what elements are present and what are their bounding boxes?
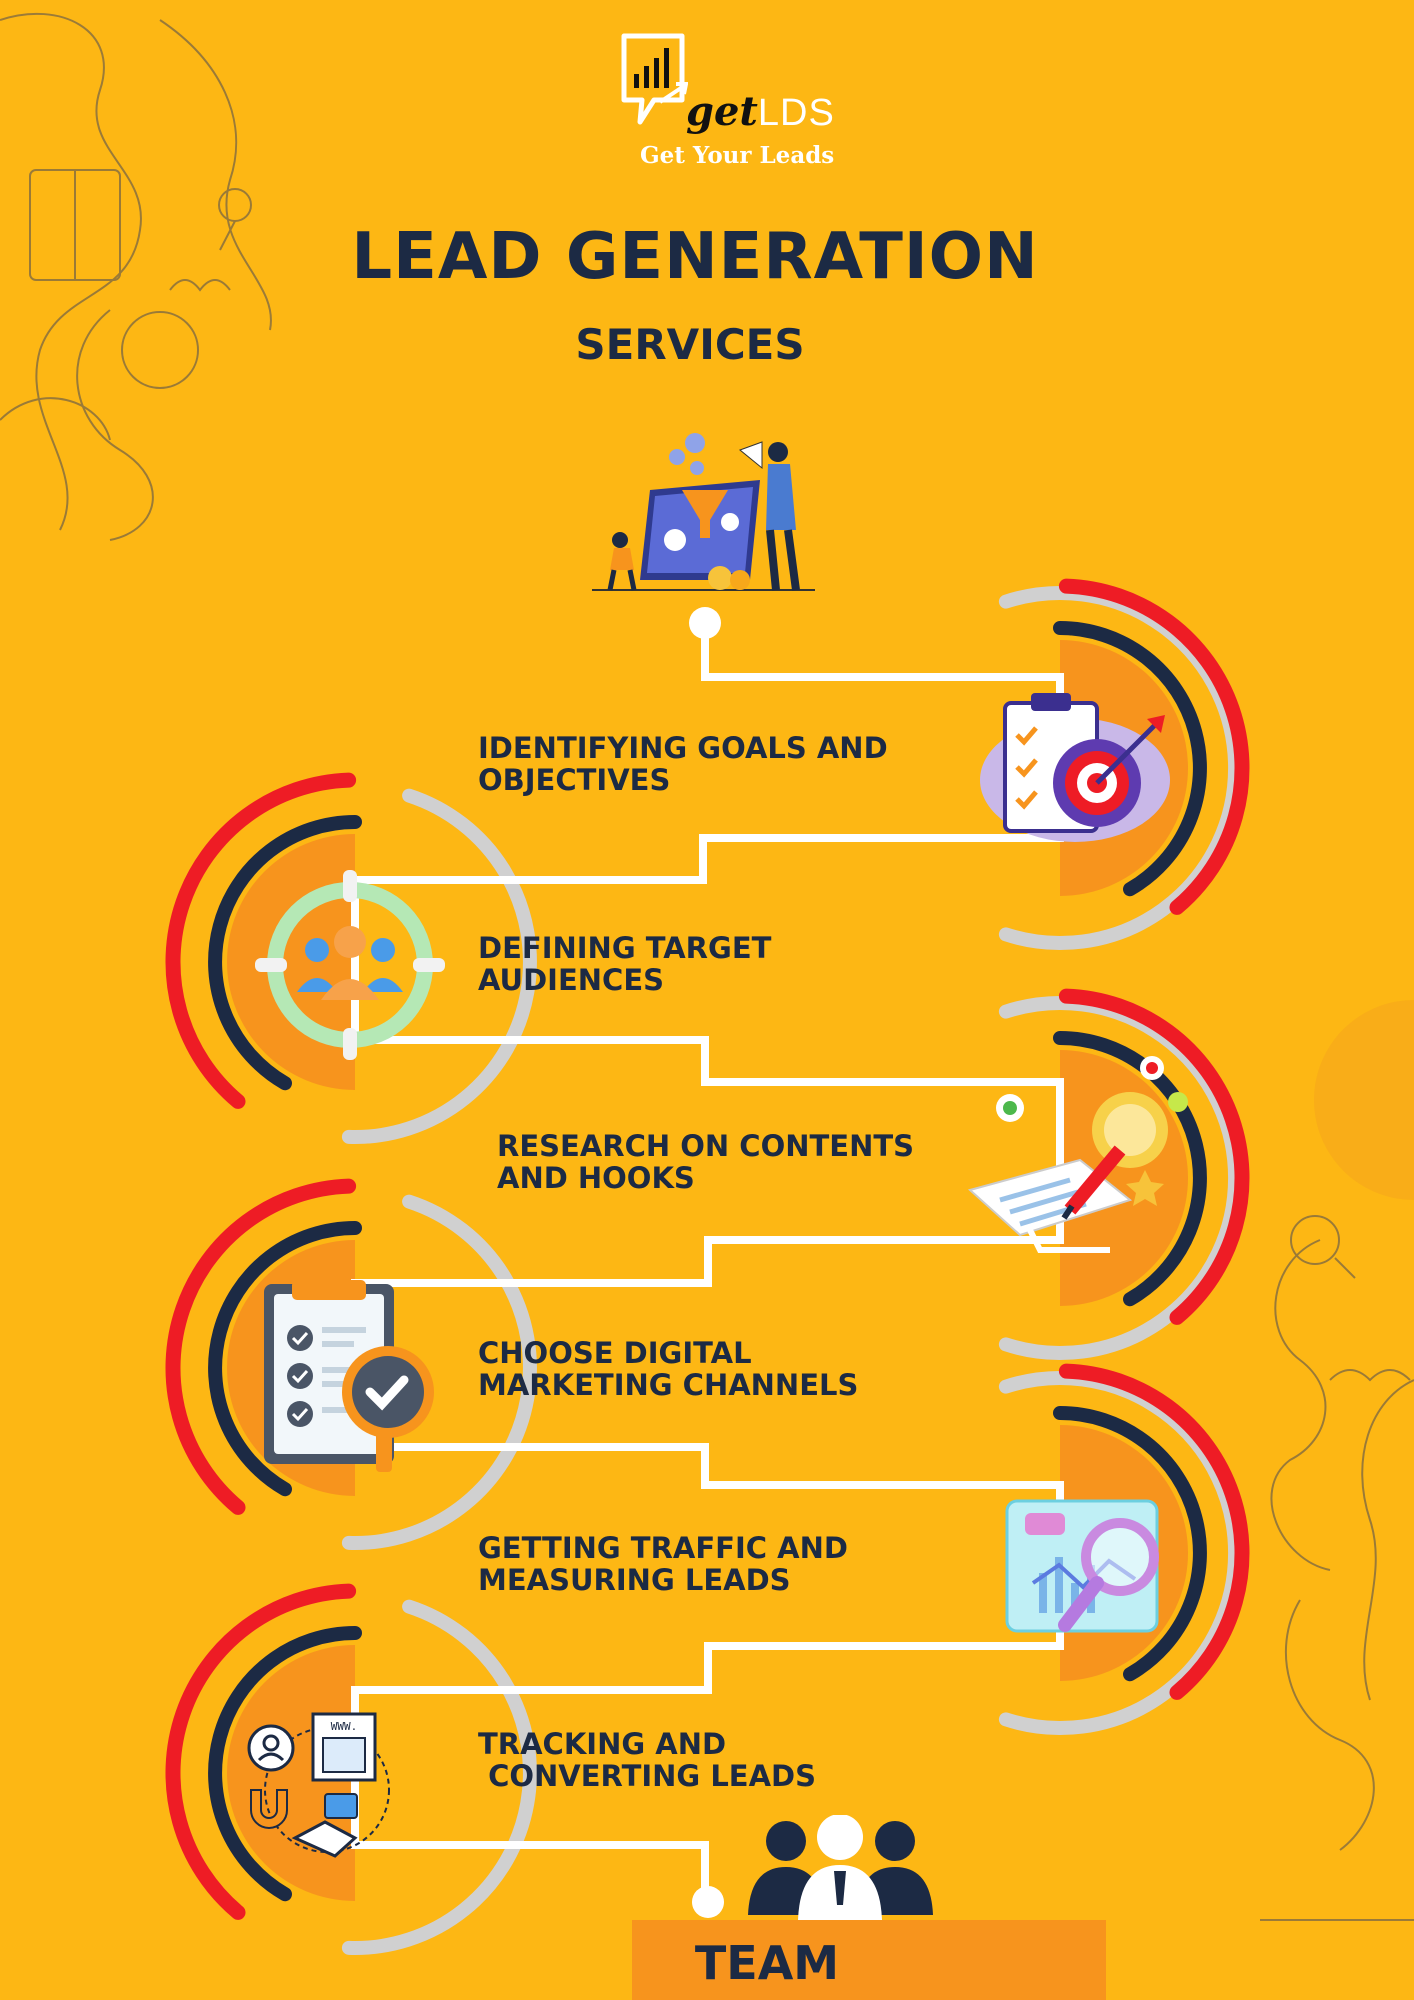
team-label: TEAM bbox=[694, 1936, 840, 1990]
decorative-circle bbox=[1314, 1000, 1414, 1200]
step-4-red-arc bbox=[165, 1178, 357, 1515]
step-6-red-arc bbox=[165, 1583, 357, 1920]
marketing-funnel-illustration bbox=[592, 433, 815, 591]
checklist-magnifier-icon bbox=[264, 1280, 434, 1472]
brand-tagline: Get Your Leads bbox=[640, 142, 835, 169]
step-6-navy-arc bbox=[208, 1626, 362, 1902]
team-people-icon bbox=[748, 1815, 933, 1920]
step-2-grey-arc bbox=[341, 788, 537, 1144]
analytics-chart-icon bbox=[1005, 1499, 1159, 1633]
step-5-red-arc bbox=[1058, 1363, 1250, 1700]
step-4-navy-arc bbox=[208, 1221, 362, 1497]
connector-line bbox=[351, 625, 1064, 1902]
step-2-navy-arc bbox=[208, 815, 362, 1091]
step-3-red-arc bbox=[1058, 988, 1250, 1325]
step-4-grey-arc bbox=[341, 1194, 537, 1550]
step-6-label: TRACKING AND CONVERTING LEADS bbox=[478, 1727, 817, 1793]
logo-get-text: get bbox=[686, 88, 758, 135]
conversion-handshake-icon: WWW. bbox=[247, 1712, 390, 1858]
step-3-navy-arc bbox=[1053, 1031, 1207, 1307]
svg-text:WWW.: WWW. bbox=[331, 1720, 358, 1733]
chart-bubble-logo-icon bbox=[621, 33, 688, 125]
step-6-grey-arc bbox=[341, 1599, 537, 1955]
step-1-navy-arc bbox=[1053, 621, 1207, 897]
start-node bbox=[689, 607, 721, 639]
step-5-navy-arc bbox=[1053, 1406, 1207, 1682]
goal-target-icon bbox=[980, 693, 1170, 842]
team-banner: TEAM bbox=[632, 1920, 1106, 2000]
step-1-red-arc bbox=[1058, 578, 1250, 915]
target-audience-icon bbox=[255, 870, 445, 1060]
logo-lds-text: LDS bbox=[757, 92, 835, 134]
end-node bbox=[692, 1886, 724, 1918]
page-title: LEAD GENERATION bbox=[351, 220, 1039, 294]
page-subtitle: SERVICES bbox=[575, 320, 805, 369]
brand-logo: getLDS bbox=[686, 88, 835, 137]
step-2-red-arc bbox=[165, 772, 357, 1109]
research-idea-icon bbox=[967, 1056, 1188, 1253]
